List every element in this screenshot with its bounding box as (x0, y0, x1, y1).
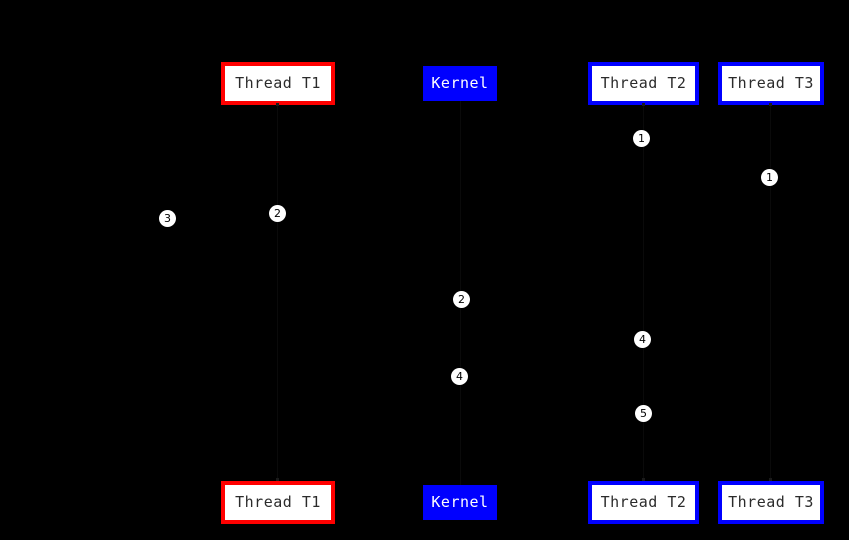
sequence-number-bubble: 5 (635, 405, 652, 422)
sequence-number-value: 1 (766, 171, 773, 184)
sequence-number-value: 3 (164, 212, 171, 225)
sequence-number-value: 5 (640, 407, 647, 420)
participant-footer-thread-t3[interactable]: Thread T3 (718, 481, 824, 524)
lifeline-nub-t3-top (769, 103, 772, 106)
participant-footer-kernel[interactable]: Kernel (423, 485, 497, 520)
participant-footer-label-kernel: Kernel (431, 493, 489, 511)
participant-footer-label-thread-t1: Thread T1 (235, 493, 321, 511)
sequence-number-bubble: 1 (761, 169, 778, 186)
sequence-number-value: 4 (456, 370, 463, 383)
sequence-number-bubble: 1 (633, 130, 650, 147)
sequence-number-bubble: 2 (269, 205, 286, 222)
participant-label-thread-t3: Thread T3 (728, 74, 814, 92)
sequence-number-bubble: 4 (634, 331, 651, 348)
sequence-number-bubble: 2 (453, 291, 470, 308)
lifeline-thread-t3 (770, 105, 771, 481)
participant-label-thread-t1: Thread T1 (235, 74, 321, 92)
participant-footer-label-thread-t3: Thread T3 (728, 493, 814, 511)
participant-label-kernel: Kernel (431, 74, 489, 92)
lifeline-nub-t1-bottom (276, 478, 279, 481)
participant-header-thread-t3[interactable]: Thread T3 (718, 62, 824, 105)
participant-header-thread-t1[interactable]: Thread T1 (221, 62, 335, 105)
lifeline-nub-t2-top (642, 103, 645, 106)
lifeline-thread-t1 (277, 105, 278, 481)
participant-footer-thread-t2[interactable]: Thread T2 (588, 481, 699, 524)
participant-label-thread-t2: Thread T2 (600, 74, 687, 92)
sequence-number-bubble: 3 (159, 210, 176, 227)
sequence-number-bubble: 4 (451, 368, 468, 385)
sequence-number-value: 2 (458, 293, 465, 306)
lifeline-nub-t3-bottom (769, 478, 772, 481)
sequence-number-value: 1 (638, 132, 645, 145)
participant-footer-thread-t1[interactable]: Thread T1 (221, 481, 335, 524)
sequence-number-value: 2 (274, 207, 281, 220)
sequence-number-value: 4 (639, 333, 646, 346)
participant-footer-label-thread-t2: Thread T2 (600, 493, 687, 511)
participant-header-kernel[interactable]: Kernel (423, 66, 497, 101)
participant-header-thread-t2[interactable]: Thread T2 (588, 62, 699, 105)
lifeline-thread-t2 (643, 105, 644, 481)
lifeline-nub-t2-bottom (642, 478, 645, 481)
lifeline-nub-t1-top (276, 103, 279, 106)
